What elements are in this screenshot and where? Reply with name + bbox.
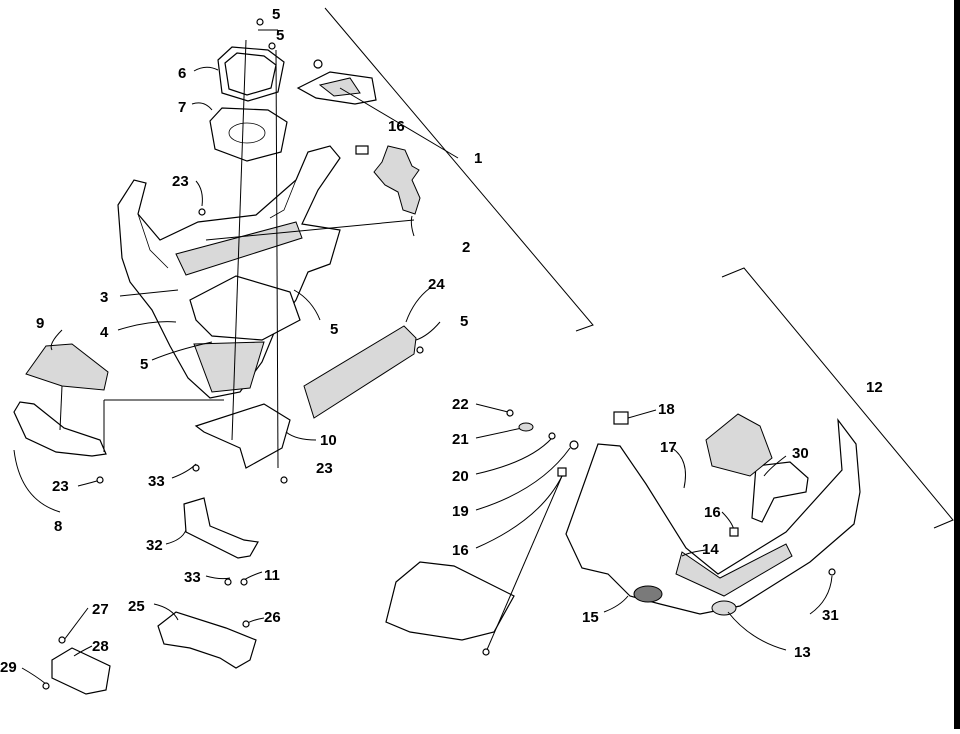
gasket-plate-part-7 (209, 107, 288, 162)
front-bumper-body (565, 417, 861, 616)
perforated-plate (705, 413, 773, 477)
callout-label: 16 (388, 118, 405, 135)
callout-label: 17 (660, 439, 677, 456)
callout-label: 23 (172, 173, 189, 190)
callout-label: 5 (460, 313, 468, 330)
leader-lines-right (475, 403, 833, 653)
callout-label: 32 (146, 537, 163, 554)
callout-label: 6 (178, 65, 186, 82)
callout-label: 29 (0, 659, 17, 676)
callout-label: 31 (822, 607, 839, 624)
bumper-part-2 (373, 145, 421, 215)
group-bracket-1 (324, 7, 594, 332)
callout-label: 5 (272, 6, 280, 23)
callout-label: 2 (462, 239, 470, 256)
callout-label: 16 (452, 542, 469, 559)
callout-label: 13 (794, 644, 811, 661)
callout-label: 5 (140, 356, 148, 373)
callout-label: 5 (276, 27, 284, 44)
gasket-part-6 (217, 46, 285, 102)
callout-label: 24 (428, 276, 445, 293)
callout-label: 8 (54, 518, 62, 535)
lower-bracket-fragment (385, 561, 515, 641)
callout-label: 5 (330, 321, 338, 338)
nose-pan-body (117, 145, 341, 399)
fastener-markers (42, 18, 836, 690)
callout-label: 18 (658, 401, 675, 418)
callout-label: 33 (148, 473, 165, 490)
callout-labels: 1 2 3 4 5 5 5 5 5 6 7 8 9 10 11 12 13 14… (0, 6, 883, 676)
callout-label: 23 (316, 460, 333, 477)
leader-lines-left (13, 29, 459, 685)
callout-label: 9 (36, 315, 44, 332)
callout-label: 19 (452, 503, 469, 520)
callout-label: 26 (264, 609, 281, 626)
callout-label: 21 (452, 431, 469, 448)
callout-label: 11 (264, 567, 280, 584)
callout-label: 27 (92, 601, 109, 618)
callout-label: 30 (792, 445, 809, 462)
top-bracket (296, 71, 377, 105)
cover-part-25 (157, 611, 257, 669)
callout-label: 15 (582, 609, 599, 626)
right-edge-bar (954, 0, 960, 729)
callout-label: 22 (452, 396, 469, 413)
callout-label: 7 (178, 99, 186, 116)
callout-label: 1 (474, 150, 482, 167)
callout-label: 16 (704, 504, 721, 521)
callout-label: 25 (128, 598, 145, 615)
callout-label: 20 (452, 468, 469, 485)
callout-label: 3 (100, 289, 108, 306)
callout-label: 33 (184, 569, 201, 586)
bracket-part-32 (183, 497, 259, 559)
callout-label: 28 (92, 638, 109, 655)
panel-part-9 (25, 343, 109, 391)
callout-label: 4 (100, 324, 109, 341)
group-bracket-12 (721, 267, 954, 529)
callout-label: 12 (866, 379, 883, 396)
module-part-28 (51, 647, 111, 695)
callout-label: 14 (702, 541, 719, 558)
skid-plate-part-24 (303, 325, 417, 419)
bracket-part-30 (751, 461, 809, 523)
plate-part-10 (194, 403, 291, 469)
callout-label: 10 (320, 432, 337, 449)
callout-label: 23 (52, 478, 69, 495)
